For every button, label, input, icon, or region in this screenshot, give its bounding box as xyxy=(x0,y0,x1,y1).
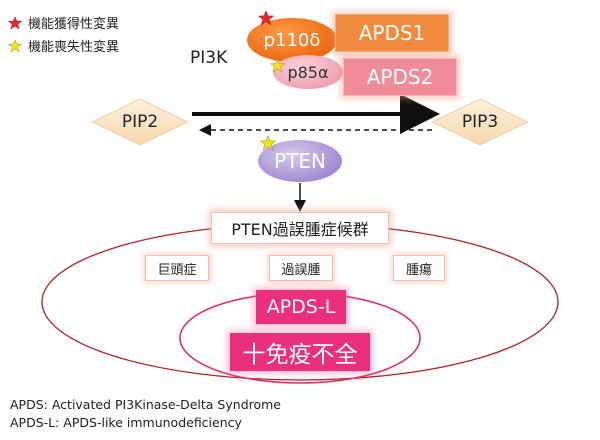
apds-l-box: APDS-L xyxy=(256,290,346,324)
immunodeficiency-box: 十免疫不全 xyxy=(230,333,370,371)
pip2-node: PIP2 xyxy=(90,97,190,147)
pip3-label: PIP3 xyxy=(461,112,499,132)
feature-macrocephaly: 巨頭症 xyxy=(145,255,209,281)
footnote-apds: APDS: Activated PI3Kinase-Delta Syndrome xyxy=(10,397,282,412)
p110-delta-node: p110δ xyxy=(247,18,337,62)
p110-gain-star-icon xyxy=(258,10,274,26)
legend-gain-label: 機能獲得性変異 xyxy=(28,17,120,32)
apds1-box: APDS1 xyxy=(335,14,449,52)
pip2-label: PIP2 xyxy=(121,112,159,132)
legend-loss: 機能喪失性変異 xyxy=(8,36,119,55)
p85-loss-star-icon xyxy=(270,58,285,73)
feature-hamartoma: 過誤腫 xyxy=(269,255,333,281)
p85-label: p85α xyxy=(287,62,329,82)
pi3k-label: PI3K xyxy=(190,48,228,68)
pip3-diamond-shape xyxy=(430,98,530,146)
pten-hamartoma-syndrome-box: PTEN過誤腫症候群 xyxy=(211,212,389,244)
apds2-box: APDS2 xyxy=(343,58,457,96)
pten-loss-star-icon xyxy=(260,135,276,151)
legend-gain: 機能獲得性変異 xyxy=(8,13,119,32)
footnote-apds-l: APDS-L: APDS-like immunodeficiency xyxy=(10,415,242,430)
legend-loss-label: 機能喪失性変異 xyxy=(28,40,120,55)
p85-alpha-node: p85α xyxy=(273,55,343,89)
pip2-diamond-shape xyxy=(90,98,190,146)
feature-tumor: 腫瘍 xyxy=(393,255,445,281)
red-star-icon xyxy=(8,15,22,30)
pip3-node: PIP3 xyxy=(430,97,530,147)
p110-label: p110δ xyxy=(263,29,321,51)
yellow-star-icon xyxy=(8,38,22,53)
pten-label: PTEN xyxy=(274,149,326,173)
